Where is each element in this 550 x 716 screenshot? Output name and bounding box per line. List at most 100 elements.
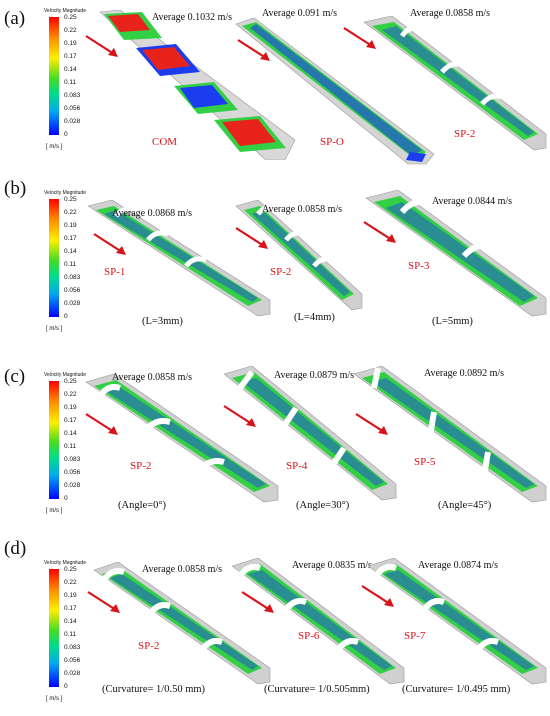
legend-tick: 0.14 [64, 430, 77, 437]
average-velocity: Average 0.0835 m/s [292, 560, 373, 571]
flow-direction-arrow [241, 591, 274, 613]
panel-a: (a) Velocity Magnitude 0.25 0.22 0.19 0.… [0, 0, 550, 170]
flow-direction-arrow [223, 405, 256, 427]
legend-title: Velocity Magnitude [44, 372, 86, 378]
flow-direction-arrow [343, 27, 376, 49]
legend-tick: 0.11 [64, 261, 77, 268]
legend-tick: 0.083 [64, 92, 81, 99]
legend-tick: 0.17 [64, 605, 77, 612]
legend-tick: 0.14 [64, 66, 77, 73]
velocity-legend: Velocity Magnitude 0.25 0.22 0.19 0.17 0… [44, 190, 104, 346]
legend-colorbar [49, 199, 59, 317]
legend-tick: 0.22 [64, 391, 77, 398]
legend-unit: [ m/s ] [46, 508, 63, 514]
sample-label: SP-2 [130, 460, 152, 472]
legend-tick: 0.028 [64, 118, 81, 125]
legend-unit: [ m/s ] [46, 144, 63, 150]
sp-5-channel-render [353, 366, 547, 503]
average-velocity: Average 0.0892 m/s [424, 368, 505, 379]
legend-tick: 0.11 [64, 79, 77, 86]
legend-colorbar [49, 17, 59, 135]
velocity-legend: Velocity Magnitude 0.25 0.22 0.19 0.17 0… [44, 8, 104, 164]
sp-3-channel-render [365, 190, 547, 317]
legend-tick: 0.17 [64, 53, 77, 60]
flow-direction-arrow [85, 413, 118, 435]
sample-label: SP-7 [404, 630, 426, 642]
legend-tick: 0.083 [64, 274, 81, 281]
sp-6-channel-render [231, 558, 405, 685]
condition-label: (L=3mm) [142, 316, 183, 327]
legend-unit: [ m/s ] [46, 326, 63, 332]
legend-tick: 0.056 [64, 469, 81, 476]
average-velocity: Average 0.0874 m/s [418, 560, 499, 571]
com-channel-render [99, 10, 296, 160]
sample-label: SP-1 [104, 266, 126, 278]
legend-tick: 0.028 [64, 300, 81, 307]
average-velocity: Average 0.0879 m/s [274, 370, 355, 381]
panel-c: (c) Velocity Magnitude 0.25 0.22 0.19 0.… [0, 348, 550, 524]
panel-b: (b) Velocity Magnitude 0.25 0.22 0.19 0.… [0, 174, 550, 342]
legend-tick: 0.083 [64, 644, 81, 651]
average-velocity: Average 0.0858 m/s [262, 204, 343, 215]
condition-label: (Angle=0°) [118, 500, 167, 511]
panel-label: (b) [4, 178, 27, 199]
average-velocity: Average 0.091 m/s [262, 8, 338, 19]
sample-label: SP-O [320, 136, 344, 148]
flow-direction-arrow [93, 233, 126, 255]
legend-tick: 0.19 [64, 592, 77, 599]
legend-tick: 0 [64, 683, 68, 690]
sample-label: SP-2 [270, 266, 292, 278]
flow-direction-arrow [87, 591, 120, 613]
flow-direction-arrow [363, 221, 396, 243]
legend-tick: 0.17 [64, 235, 77, 242]
sample-label: SP-3 [408, 260, 430, 272]
condition-label: (Curvature= 1/0.505mm) [264, 684, 370, 695]
flow-direction-arrow [355, 413, 388, 435]
legend-tick: 0.056 [64, 657, 81, 664]
legend-colorbar [49, 381, 59, 499]
sp-2-channel-render [85, 374, 279, 503]
condition-label: (L=5mm) [432, 316, 473, 327]
legend-tick: 0.25 [64, 14, 77, 21]
sp-2-channel-render [235, 200, 363, 311]
sample-label: SP-4 [286, 460, 308, 472]
legend-title: Velocity Magnitude [44, 190, 86, 196]
sample-label: SP-5 [414, 456, 436, 468]
flow-direction-arrow [237, 39, 270, 61]
legend-tick: 0.19 [64, 222, 77, 229]
condition-label: (Curvature= 1/0.495 mm) [402, 684, 511, 695]
sp-7-channel-render [367, 558, 547, 685]
legend-tick: 0.22 [64, 209, 77, 216]
legend-tick: 0.056 [64, 105, 81, 112]
average-velocity: Average 0.1032 m/s [152, 12, 233, 23]
legend-tick: 0 [64, 495, 68, 502]
panel-label: (c) [4, 366, 26, 387]
panel-label: (d) [4, 538, 27, 559]
legend-tick: 0.14 [64, 248, 77, 255]
legend-tick: 0.028 [64, 670, 81, 677]
sp-2-channel-render [93, 562, 271, 685]
legend-tick: 0.22 [64, 579, 77, 586]
legend-tick: 0.028 [64, 482, 81, 489]
legend-tick: 0.056 [64, 287, 81, 294]
legend-title: Velocity Magnitude [44, 8, 86, 14]
condition-label: (Angle=45°) [438, 500, 492, 511]
velocity-legend: Velocity Magnitude 0.25 0.22 0.19 0.17 0… [44, 372, 104, 528]
legend-tick: 0.14 [64, 618, 77, 625]
legend-unit: [ m/s ] [46, 696, 63, 702]
flow-direction-arrow [361, 585, 394, 607]
sp-4-channel-render [223, 366, 397, 501]
legend-tick: 0 [64, 313, 68, 320]
average-velocity: Average 0.0858 m/s [142, 564, 223, 575]
legend-tick: 0.083 [64, 456, 81, 463]
average-velocity: Average 0.0858 m/s [112, 372, 193, 383]
legend-tick: 0.25 [64, 566, 77, 573]
sample-label: SP-6 [298, 630, 320, 642]
average-velocity: Average 0.0844 m/s [432, 196, 513, 207]
legend-tick: 0.25 [64, 378, 77, 385]
flow-direction-arrow [235, 227, 268, 249]
sp-1-channel-render [87, 200, 271, 317]
legend-tick: 0.22 [64, 27, 77, 34]
panel-d: (d) Velocity Magnitude 0.25 0.22 0.19 0.… [0, 532, 550, 711]
flow-direction-arrow [85, 35, 118, 57]
